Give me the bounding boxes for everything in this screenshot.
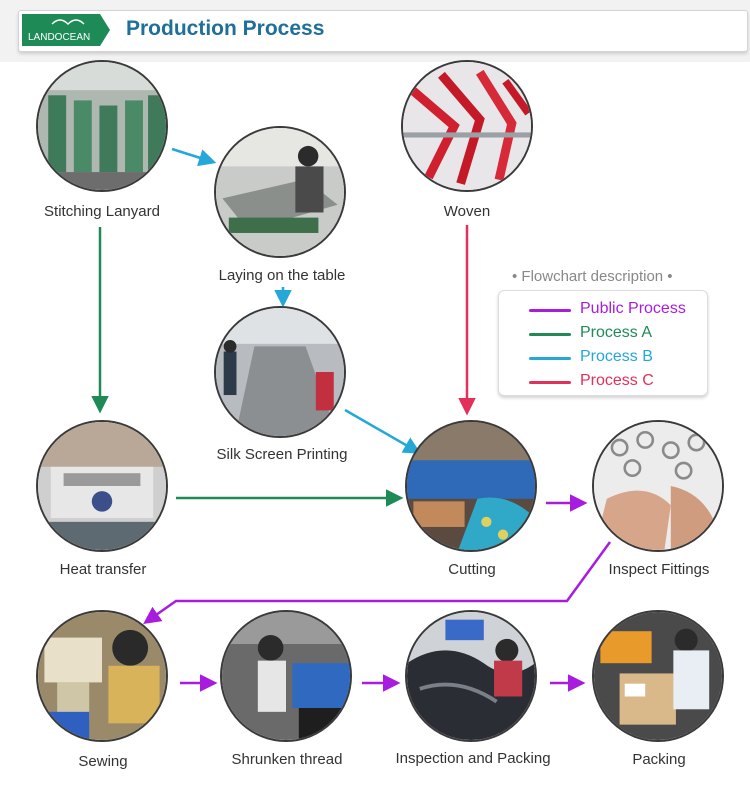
step-label-shrunken: Shrunken thread xyxy=(231,751,343,768)
legend-label: Process A xyxy=(580,324,653,341)
arrow-silk-to-cutting xyxy=(344,408,422,454)
photo-inspect-fittings xyxy=(592,420,724,552)
header-bar xyxy=(18,10,748,52)
legend-title: • Flowchart description • xyxy=(512,268,673,285)
step-label-stitching: Stitching Lanyard xyxy=(44,203,160,220)
legend-swatch xyxy=(529,309,571,312)
step-label-woven: Woven xyxy=(443,203,491,220)
legend-swatch xyxy=(529,381,571,384)
legend-label: Process B xyxy=(580,348,653,365)
step-label-packing: Packing xyxy=(632,751,686,768)
landocean-logo: LANDOCEAN xyxy=(22,14,110,46)
legend-swatch xyxy=(529,333,571,336)
photo-laying-on-the-table xyxy=(214,126,346,258)
photo-woven xyxy=(401,60,533,192)
step-label-laying: Laying on the table xyxy=(218,267,346,284)
step-label-inspection: Inspection and Packing xyxy=(395,750,551,767)
photo-inspection-and-packing xyxy=(405,610,537,742)
step-label-heat: Heat transfer xyxy=(59,561,147,578)
photo-stitching-lanyard xyxy=(36,60,168,192)
photo-heat-transfer xyxy=(36,420,168,552)
photo-shrunken-thread xyxy=(220,610,352,742)
step-label-sewing: Sewing xyxy=(78,753,128,770)
legend-label: Process C xyxy=(580,372,654,389)
legend-swatch xyxy=(529,357,571,360)
legend: Public Process Process A Process B Proce… xyxy=(498,290,708,396)
arrow-stitching-to-laying xyxy=(171,147,217,167)
legend-label: Public Process xyxy=(580,300,686,317)
header: LANDOCEAN Production Process xyxy=(0,0,750,62)
page-title: Production Process xyxy=(126,17,325,40)
photo-packing xyxy=(592,610,724,742)
photo-silk-screen-printing xyxy=(214,306,346,438)
step-label-cutting: Cutting xyxy=(448,561,496,578)
step-label-inspect: Inspect Fittings xyxy=(608,561,710,578)
photo-sewing xyxy=(36,610,168,742)
arrow-inspect-to-sewing xyxy=(143,541,612,625)
photo-cutting xyxy=(405,420,537,552)
step-label-silk: Silk Screen Printing xyxy=(216,446,348,463)
svg-text:LANDOCEAN: LANDOCEAN xyxy=(28,32,90,43)
